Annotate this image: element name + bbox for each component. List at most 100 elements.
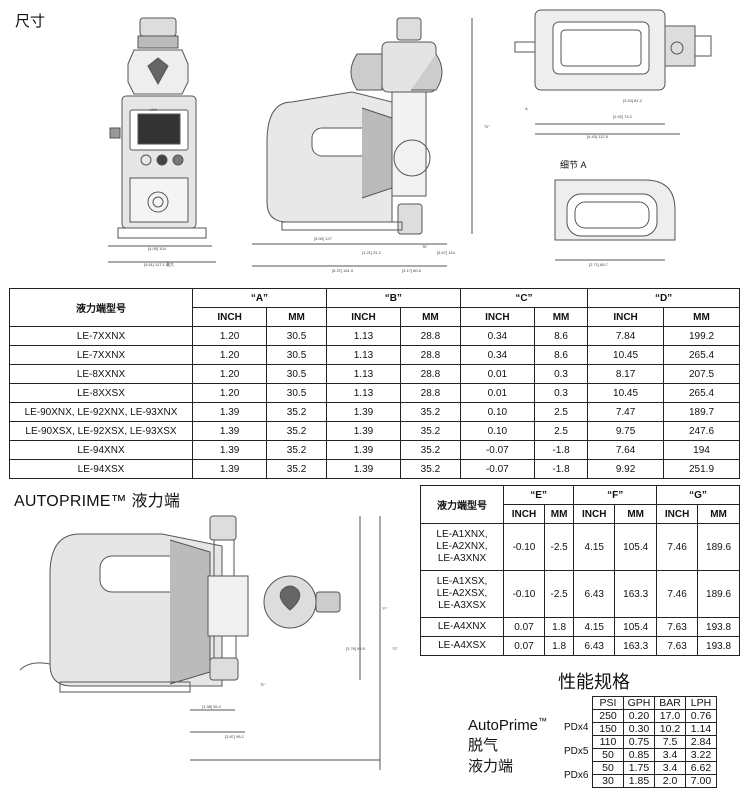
- value-cell: 35.2: [400, 440, 461, 460]
- group-header-f: “F”: [573, 485, 658, 505]
- value-cell: -2.5: [543, 570, 575, 618]
- model-cell: LE-7XXNX: [9, 345, 193, 365]
- value-cell: 9.75: [587, 421, 664, 441]
- value-cell: 0.01: [459, 383, 535, 403]
- value-cell: 0.07: [503, 617, 545, 637]
- model-column-header: 液力端型号: [9, 288, 193, 327]
- drawing-callout-e: "E": [260, 682, 266, 687]
- column-header: LPH: [685, 696, 717, 710]
- performance-heading: 性能规格: [558, 672, 630, 692]
- value-cell: 1.85: [623, 774, 655, 788]
- value-cell: 1.39: [325, 421, 402, 441]
- value-cell: 1.20: [191, 364, 268, 384]
- value-cell: 1.20: [191, 383, 268, 403]
- value-cell: 189.6: [697, 523, 740, 571]
- value-cell: 193.8: [697, 617, 740, 637]
- model-column-header: 液力端型号: [420, 485, 504, 524]
- unit-header: MM: [400, 307, 461, 327]
- value-cell: 1.13: [325, 383, 402, 403]
- value-cell: 189.7: [663, 402, 740, 422]
- value-cell: -0.07: [459, 440, 535, 460]
- group-label-pdx5: PDx5: [564, 746, 589, 757]
- pump-front-view: LMI [4.09] 104 [4.61] 117.1 最大: [108, 17, 216, 267]
- value-cell: 0.34: [459, 345, 535, 365]
- unit-header: MM: [697, 504, 740, 524]
- model-cell: LE-7XXNX: [9, 326, 193, 346]
- value-cell: 4.15: [573, 523, 616, 571]
- dim-label: [5.67] 144: [437, 250, 456, 255]
- value-cell: 6.62: [685, 761, 717, 775]
- dim-label: [2.92] 74.2: [613, 114, 633, 119]
- value-cell: 35.2: [266, 421, 327, 441]
- unit-header: MM: [543, 504, 575, 524]
- value-cell: 50: [592, 748, 624, 762]
- value-cell: 30.5: [266, 345, 327, 365]
- autoprime-pump-drawing: "E" "F" "G" [1.38] 35.2 [3.87] 98.2 [3.7…: [19, 515, 399, 770]
- value-cell: 7.47: [587, 402, 664, 422]
- value-cell: 7.63: [656, 636, 699, 656]
- dim-label: [2.71] 68.7: [589, 262, 609, 267]
- value-cell: 30.5: [266, 326, 327, 346]
- drawing-callout-b: "B": [422, 244, 428, 249]
- autoprime-table: 液力端型号 “E” “F” “G” INCH MM INCH MM INCH M…: [420, 485, 740, 656]
- value-cell: 0.75: [623, 735, 655, 749]
- table-unit-row: INCH MM INCH MM INCH MM INCH MM: [10, 307, 740, 327]
- dimension-table: 液力端型号 “A” “B” “C” “D” INCH MM INCH MM IN…: [9, 288, 740, 479]
- unit-header: MM: [533, 307, 589, 327]
- value-cell: 2.5: [533, 402, 589, 422]
- logo-text: LMI: [150, 107, 157, 112]
- unit-header: INCH: [587, 307, 664, 327]
- value-cell: 207.5: [663, 364, 740, 384]
- value-cell: 250: [592, 709, 624, 723]
- dim-label: [4.61] 117.1 最大: [144, 261, 174, 267]
- value-cell: 0.30: [623, 722, 655, 736]
- value-cell: 35.2: [400, 421, 461, 441]
- dim-label: [3.20] 81.2: [623, 98, 643, 103]
- value-cell: -0.07: [459, 459, 535, 479]
- value-cell: 1.20: [191, 326, 268, 346]
- model-line: LE-A1XSX,: [436, 576, 488, 587]
- value-cell: 6.43: [573, 636, 616, 656]
- unit-header: MM: [614, 504, 658, 524]
- value-cell: 194: [663, 440, 740, 460]
- model-cell: LE-94XNX: [9, 440, 193, 460]
- value-cell: 105.4: [614, 523, 658, 571]
- value-cell: 28.8: [400, 364, 461, 384]
- autoprime-label-line1: AutoPrime: [468, 717, 539, 734]
- column-header: BAR: [654, 696, 686, 710]
- value-cell: 30.5: [266, 364, 327, 384]
- group-header-a: “A”: [192, 288, 327, 308]
- value-cell: 7.63: [656, 617, 699, 637]
- value-cell: -0.10: [503, 523, 545, 571]
- value-cell: 10.45: [587, 345, 664, 365]
- detail-a-view: [2.71] 68.7: [554, 179, 676, 267]
- value-cell: 3.4: [654, 761, 686, 775]
- model-line: LE-A3XNX: [437, 553, 487, 564]
- value-cell: 28.8: [400, 345, 461, 365]
- group-header-b: “B”: [325, 288, 461, 308]
- model-line: LE-A2XSX,: [436, 588, 488, 599]
- table-header-row: 液力端型号 “A” “B” “C” “D”: [9, 288, 740, 327]
- value-cell: 35.2: [266, 440, 327, 460]
- dim-label: [1.21] 31.2: [362, 250, 382, 255]
- value-cell: 30: [592, 774, 624, 788]
- model-cell: LE-A1XNX,LE-A2XNX,LE-A3XNX: [420, 523, 504, 571]
- value-cell: 4.15: [573, 617, 616, 637]
- unit-header: INCH: [459, 307, 535, 327]
- value-cell: 50: [592, 761, 624, 775]
- value-cell: 3.22: [685, 748, 717, 762]
- value-cell: 1.20: [191, 345, 268, 365]
- autoprime-label-line3: 液力端: [468, 758, 514, 775]
- table-unit-row: INCH MM INCH MM INCH MM: [421, 504, 740, 524]
